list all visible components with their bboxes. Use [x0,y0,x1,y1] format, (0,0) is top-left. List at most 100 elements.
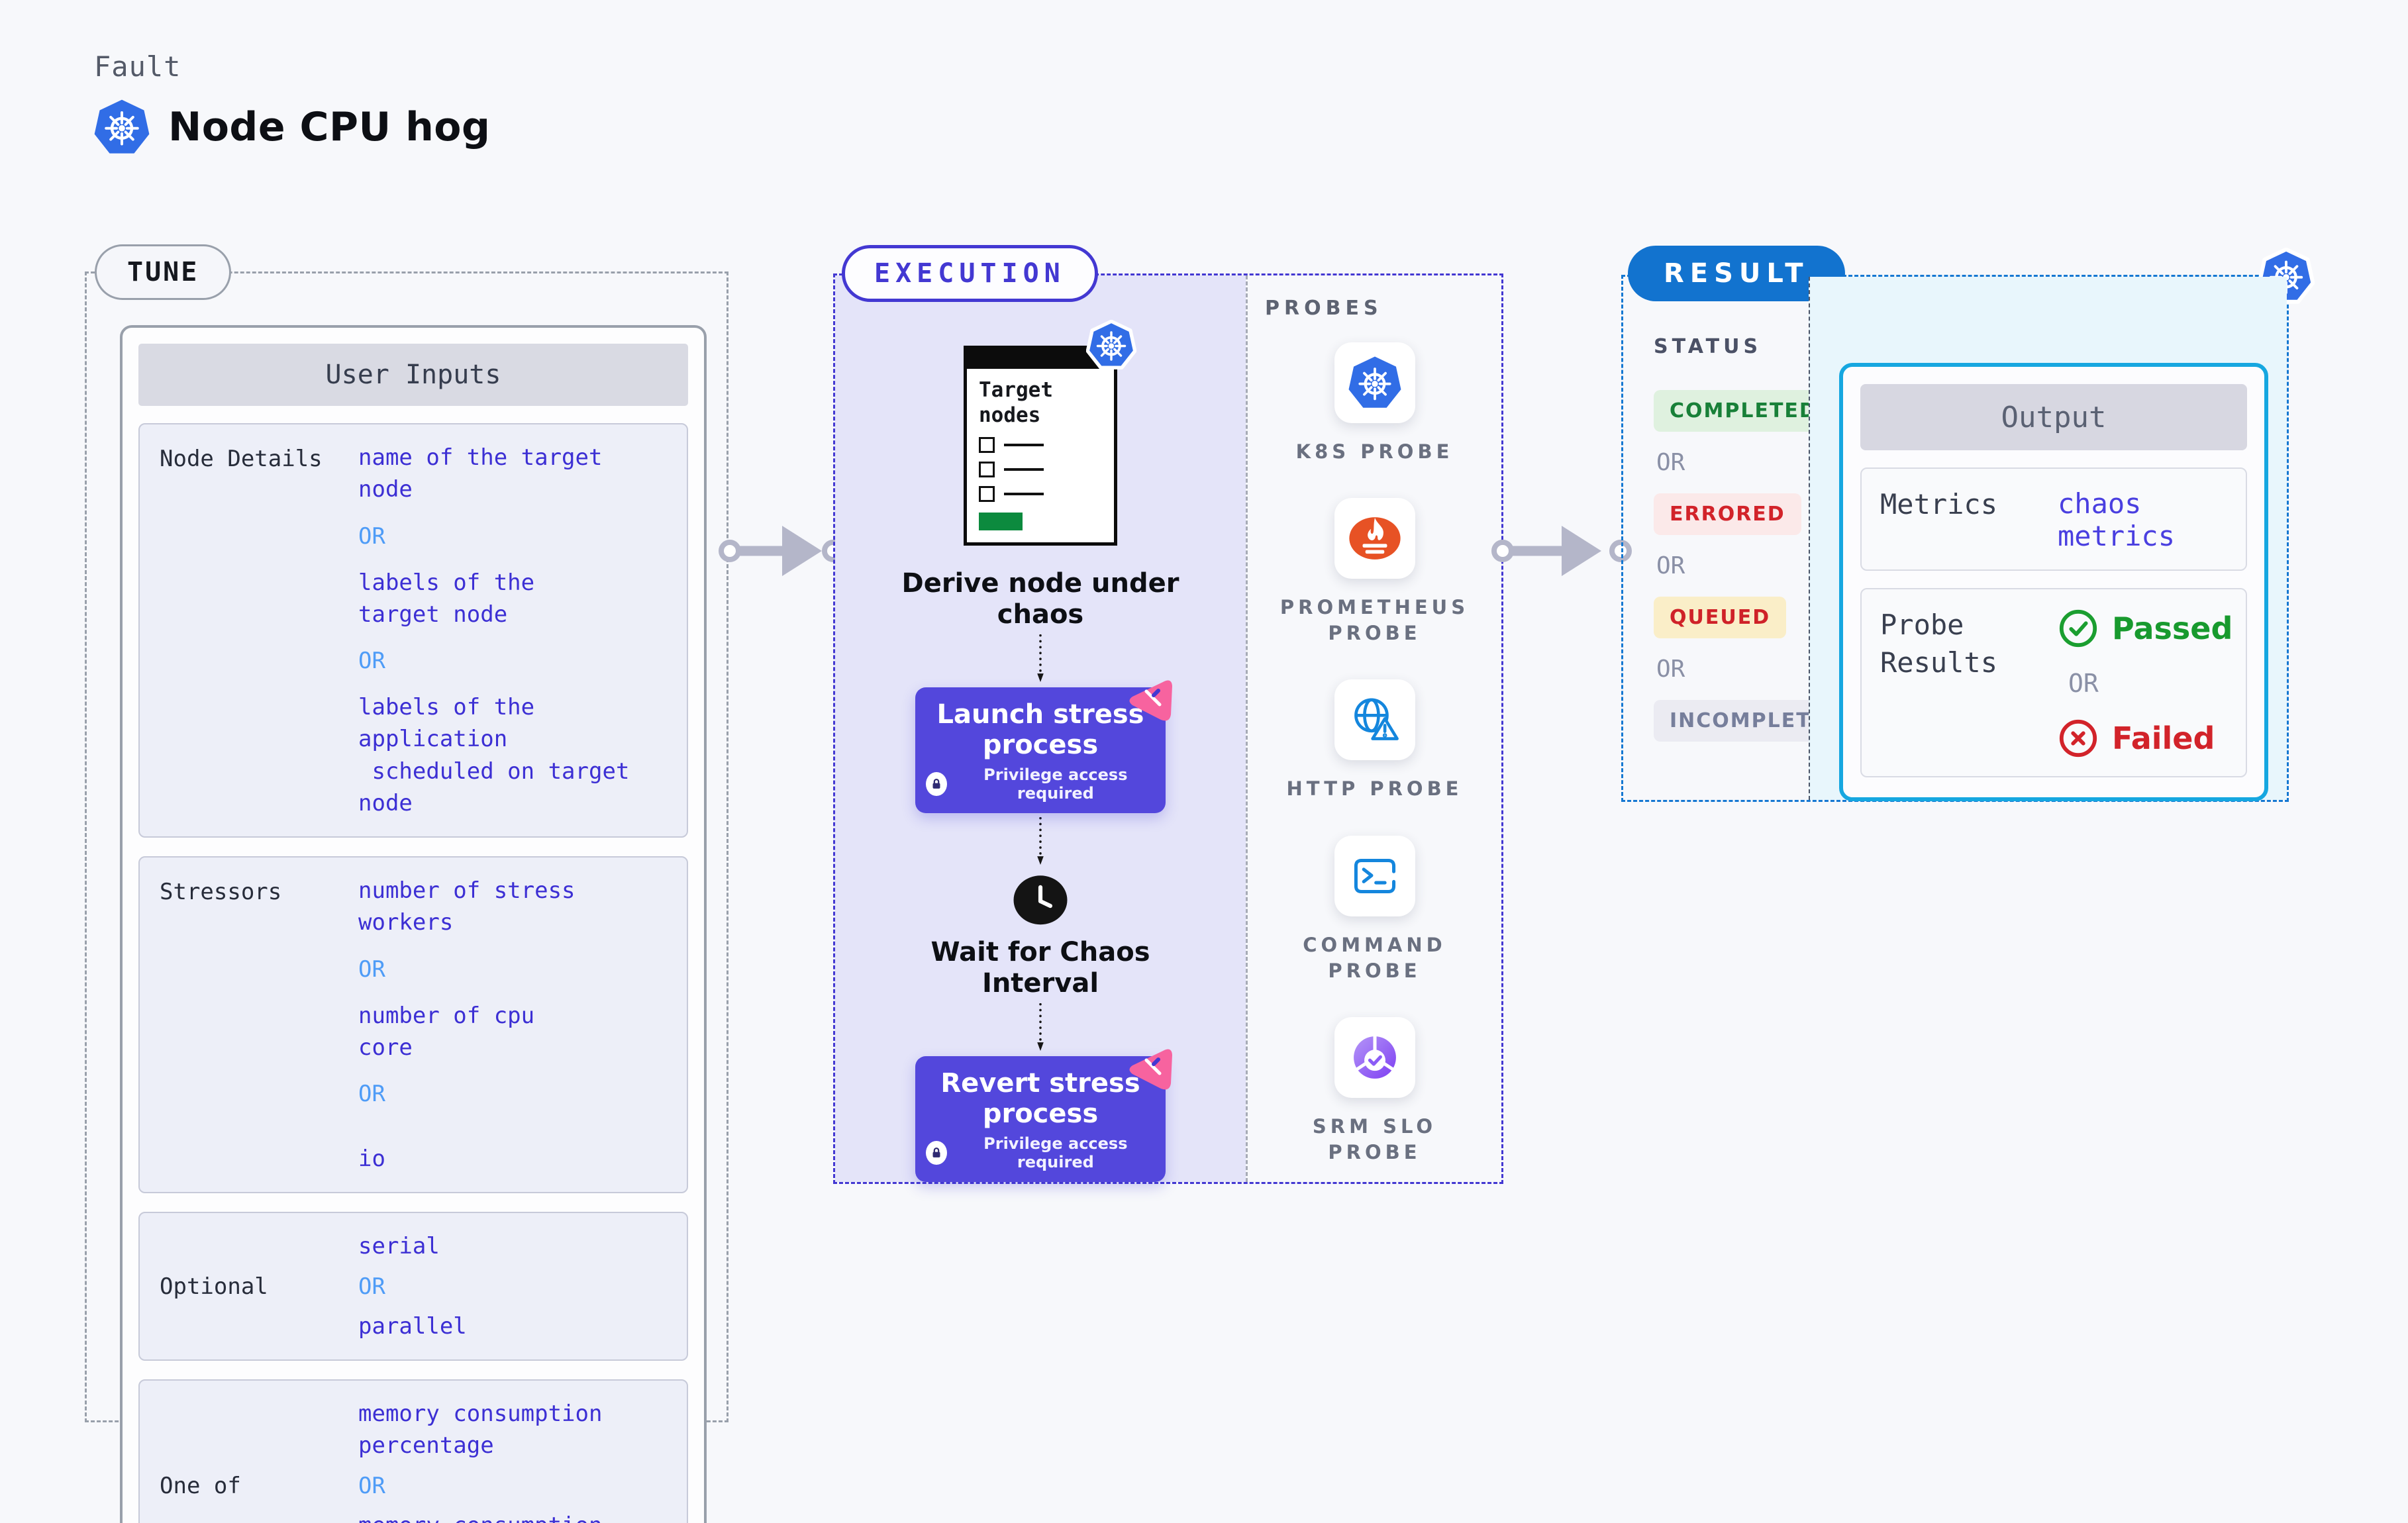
page-title-row: Node CPU hog [93,98,490,156]
arrow-connector-tune-execution [719,526,844,576]
x-circle-icon [2059,719,2097,758]
row-value: serial [358,1233,440,1260]
step-label: Launch stress process [936,699,1144,760]
or-separator: OR [2068,669,2099,698]
privilege-note: Privilege access required [983,765,1128,803]
checkbox-icon [979,485,995,502]
tune-badge: TUNE [95,244,232,300]
probe-results-row: Probe Results Passed OR Failed [1860,588,2247,777]
kubernetes-icon [93,98,151,156]
target-card-body: Target nodes [967,369,1114,542]
passed-label: Passed [2112,611,2233,646]
metrics-value: chaos metrics [2058,487,2176,552]
green-status-bar [979,512,1023,530]
status-column: STATUS COMPLETED OR ERRORED OR QUEUED OR… [1623,277,1860,800]
or-separator: OR [358,1273,385,1300]
row-values: number of stress workers OR number of cp… [358,875,674,1175]
probes-panel: PROBES K8S PROBE PROMETHEUS PROBE HTTP P… [1246,275,1501,1182]
privilege-note: Privilege access required [983,1134,1128,1172]
probe-label: SRM SLO PROBE [1312,1114,1437,1163]
output-card: Output Metrics chaos metrics Probe Resul… [1839,363,2268,801]
failed-label: Failed [2112,720,2215,756]
checklist-item [979,461,1102,477]
fault-eyebrow: Fault [94,50,181,83]
row-values: memory consumption percentage OR memory … [358,1398,674,1523]
line [1004,492,1044,495]
checkbox-icon [979,436,995,453]
http-globe-icon [1334,679,1415,761]
probe-label: COMMAND PROBE [1303,933,1446,982]
row-value: io [358,1146,385,1173]
or-separator: OR [1656,449,1685,476]
passed-indicator: Passed [2058,608,2232,649]
table-row-one-of: One of memory consumption percentage OR … [138,1379,688,1523]
step-label: Revert stress process [940,1068,1140,1130]
or-separator: OR [358,522,385,550]
failed-indicator: Failed [2058,718,2232,759]
tune-section: TUNE User Inputs Node Details name of th… [85,244,728,1523]
output-header: Output [1860,384,2247,450]
launch-stress-process-node: Launch stress process Privilege access r… [915,680,1172,813]
output-panel: Output Metrics chaos metrics Probe Resul… [1809,277,2287,801]
row-value: labels of the application scheduled on t… [358,694,630,816]
or-separator: OR [358,1081,385,1108]
litmus-chaos-icon [1123,1043,1176,1096]
checklist-item [979,436,1102,453]
revert-stress-process-node: Revert stress process Privilege access r… [915,1049,1172,1183]
checkbox-icon [979,461,995,477]
result-badge: RESULT [1628,246,1845,301]
page-title: Node CPU hog [168,104,491,150]
row-value: parallel [358,1312,467,1340]
checklist-item [979,485,1102,502]
row-values: name of the target node OR labels of the… [358,442,674,819]
user-inputs-table: User Inputs Node Details name of the tar… [120,325,707,1523]
target-card-label: Target nodes [979,378,1053,427]
row-values: serial OR parallel [358,1230,674,1342]
probe-item-srm-slo: SRM SLO PROBE [1276,1016,1474,1165]
status-badge-completed: COMPLETED [1654,390,1833,432]
row-label: Stressors [160,879,282,906]
execution-flow-panel: Target nodes Derive node under chaos Lau… [835,275,1246,1183]
dotted-arrow [1037,1003,1044,1052]
or-separator: OR [358,1472,385,1499]
row-value: name of the target node [358,444,603,503]
dotted-arrow [1037,816,1044,865]
check-circle-icon [2059,609,2097,648]
table-row-optional: Optional serial OR parallel [138,1212,688,1361]
or-separator: OR [358,648,385,675]
table-row-node-details: Node Details name of the target node OR … [138,423,688,838]
metrics-label: Metrics [1880,488,1998,520]
probe-results-values: Passed OR Failed [2058,607,2232,759]
or-separator: OR [1656,552,1685,579]
wait-chaos-caption: Wait for Chaos Interval [930,937,1150,999]
row-label: Node Details [160,446,323,472]
result-section: RESULT STATUS COMPLETED OR ERRORED OR QU… [1621,246,2315,802]
arrow-connector-execution-result [1491,526,1632,576]
target-nodes-card: Target nodes [964,320,1136,546]
table-row-stressors: Stressors number of stress workers OR nu… [138,856,688,1194]
row-value: labels of the target node [358,569,535,628]
row-value: number of stress workers [358,877,576,936]
or-separator: OR [1656,656,1685,683]
row-label: One of [160,1472,241,1499]
metrics-row: Metrics chaos metrics [1860,467,2247,571]
row-label: Optional [160,1273,268,1300]
or-separator: OR [358,956,385,983]
probe-item-prometheus: PROMETHEUS PROBE [1276,498,1474,646]
execution-section: EXECUTION Target nodes Derive node under… [833,245,1503,1184]
user-inputs-header: User Inputs [138,344,688,406]
derive-node-caption: Derive node under chaos [901,567,1179,630]
row-value: memory consumption mebibytes [358,1510,674,1523]
terminal-icon [1334,835,1415,916]
probes-title: PROBES [1265,297,1383,320]
privilege-note-row: Privilege access required [926,1134,1155,1171]
execution-badge: EXECUTION [842,245,1098,302]
probe-item-http: HTTP PROBE [1276,679,1474,802]
probe-item-command: COMMAND PROBE [1276,835,1474,984]
probe-label: K8S PROBE [1295,440,1454,463]
kubernetes-icon [1334,342,1415,423]
probe-label: HTTP PROBE [1286,777,1463,801]
line [1004,467,1044,471]
lock-icon [926,1141,947,1165]
